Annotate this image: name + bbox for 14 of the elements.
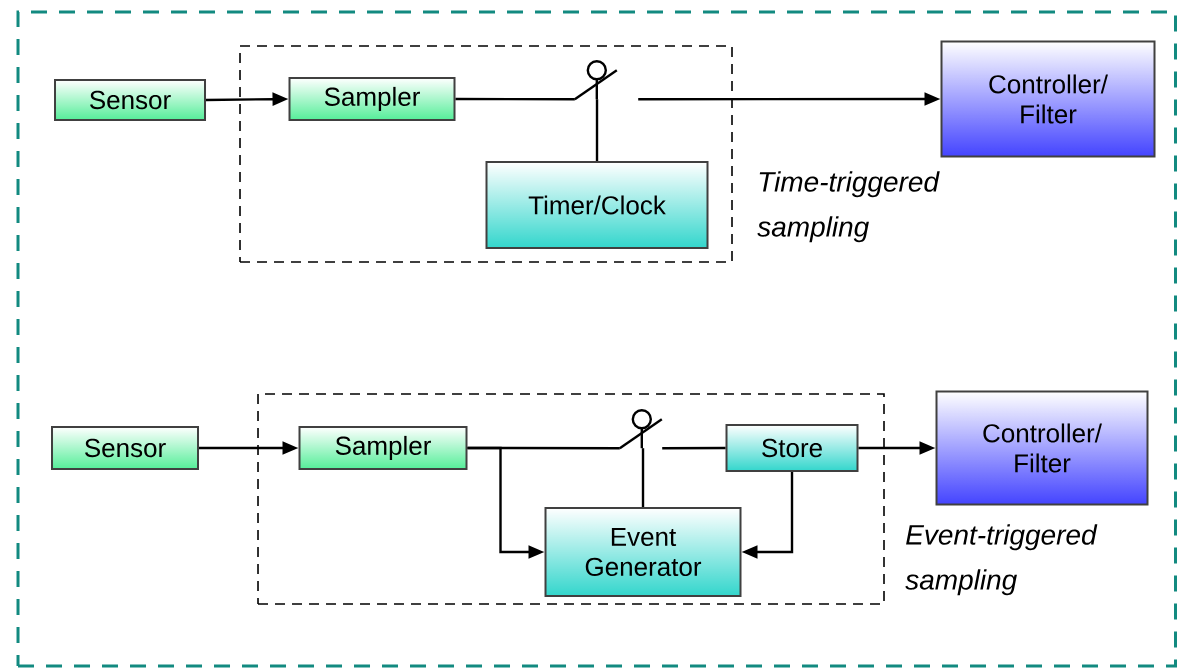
node-label: Time-triggered sampling bbox=[757, 171, 940, 243]
process-box: Sampler bbox=[298, 426, 468, 470]
dashed-frame bbox=[16, 10, 1177, 668]
process-box: Sampler bbox=[288, 77, 456, 121]
process-box: Controller/ Filter bbox=[940, 40, 1156, 158]
switch-symbol bbox=[619, 409, 663, 450]
process-box: Sensor bbox=[51, 426, 199, 470]
process-box: Timer/Clock bbox=[485, 161, 709, 249]
switch-symbol bbox=[574, 60, 618, 101]
process-box: Sensor bbox=[54, 79, 206, 121]
process-box: Event Generator bbox=[544, 507, 742, 597]
process-box: Store bbox=[725, 424, 859, 472]
node-label: Event-triggered sampling bbox=[905, 524, 1098, 596]
process-box: Controller/ Filter bbox=[935, 390, 1149, 506]
